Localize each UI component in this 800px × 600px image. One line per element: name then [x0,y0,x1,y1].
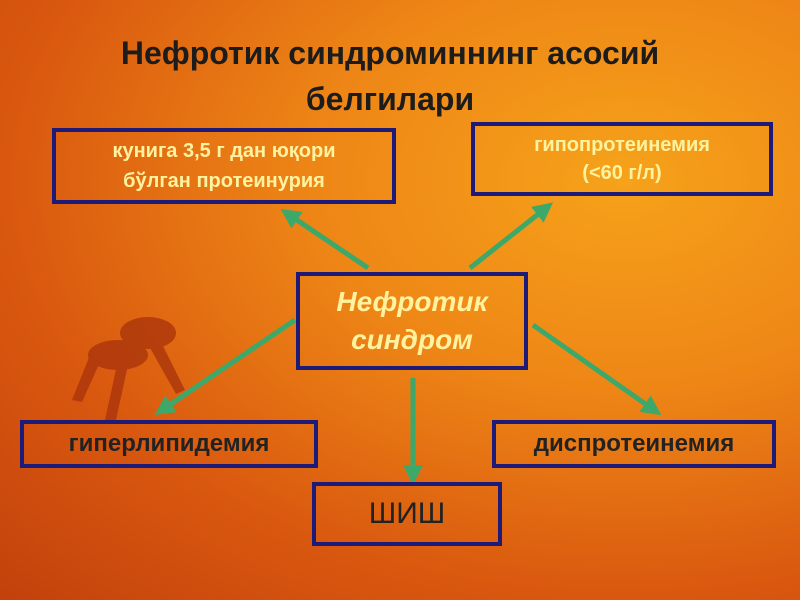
hyperlipidemia-box: гиперлипидемия [20,420,318,468]
hypoproteinemia-line-2: (<60 г/л) [582,162,662,184]
proteinuria-line-2: бўлган протеинурия [123,170,325,192]
proteinuria-line-1: кунига 3,5 г дан юқори [112,140,336,162]
dysproteinemia-box: диспротеинемия [492,420,776,468]
arrow-to-hyperlipidemia [154,317,297,416]
nephrotic-syndrome-box: Нефротик синдром [296,272,528,370]
title-line-1: Нефротик синдроминнинг асосий [120,35,660,71]
hyperlipidemia-label: гиперлипидемия [68,430,270,457]
center-line-1: Нефротик [336,286,488,317]
proteinuria-box: кунига 3,5 г дан юқори бўлган протеинури… [52,128,396,204]
arrow-to-proteinuria [280,208,370,271]
edema-label: ШИШ [368,497,446,530]
hypoproteinemia-box: гипопротеинемия (<60 г/л) [471,122,773,196]
dysproteinemia-label: диспротеинемия [533,430,735,457]
slide-title: Нефротик синдроминнинг асосий белгилари [0,30,780,122]
edema-box: ШИШ [312,482,502,546]
hypoproteinemia-line-1: гипопротеинемия [534,134,710,156]
arrow-to-hypoproteinemia [468,202,554,270]
title-line-2: белгилари [305,81,475,117]
center-line-2: синдром [351,324,473,355]
arrow-to-dysproteinemia [531,322,662,416]
